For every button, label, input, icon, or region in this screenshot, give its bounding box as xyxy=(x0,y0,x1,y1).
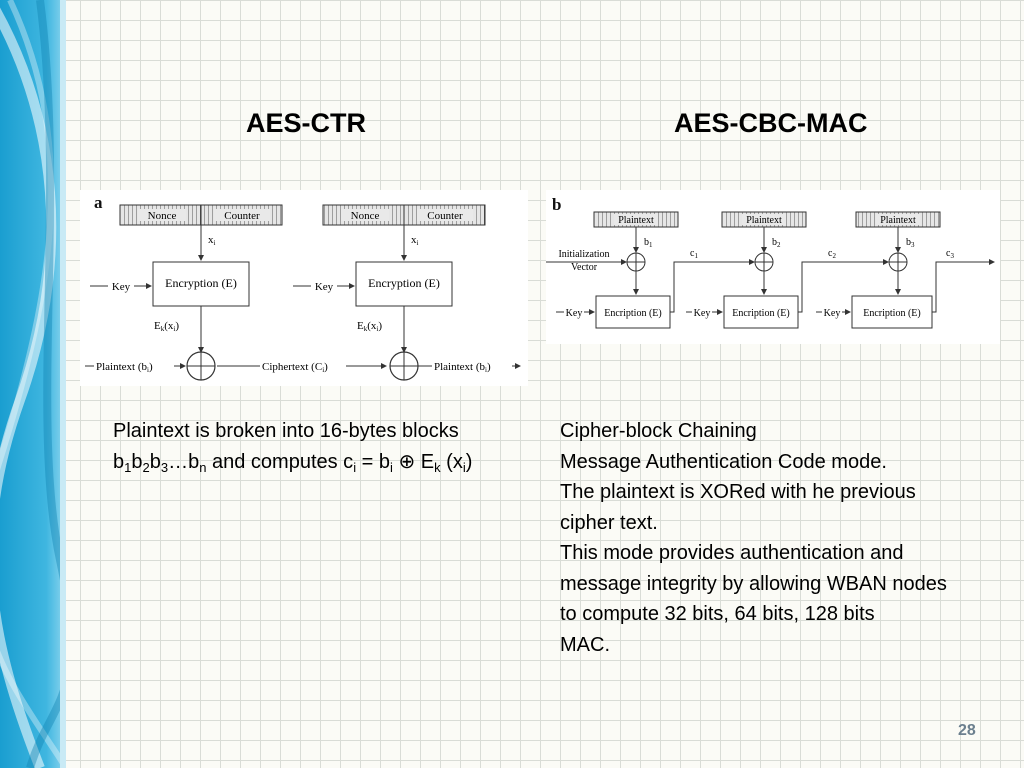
title-aes-ctr: AES-CTR xyxy=(246,108,366,138)
decorative-sidebar xyxy=(0,0,66,768)
aes-ctr-description: Plaintext is broken into 16-bytes blocks… xyxy=(113,416,553,477)
encryption-label: Encription (E) xyxy=(604,308,661,319)
plaintext-label-1: Plaintext (bi) xyxy=(96,361,153,374)
key-label: Key xyxy=(824,308,841,319)
cbc-line: The plaintext is XORed with he previous xyxy=(560,481,916,503)
ctr-block-2: Nonce Counter xi Encryption (E) Key Ek(x… xyxy=(293,204,521,381)
plaintext-label-2: Plaintext (bi) xyxy=(434,361,491,374)
cbc-stage-3: Plaintext b3 Encription (E) Key c3 xyxy=(816,211,995,329)
counter-label: Counter xyxy=(224,210,260,222)
cbc-line: This mode provides authentication and xyxy=(560,542,904,564)
diagram-aes-cbc-mac-svg: b Initialization Vector Plaintext b1 Enc… xyxy=(546,195,995,329)
c-label: c3 xyxy=(946,248,954,260)
cbc-line: Cipher-block Chaining xyxy=(560,420,757,442)
ek-label: Ek(xi) xyxy=(154,320,179,333)
plaintext-label: Plaintext xyxy=(880,215,916,226)
diagram-aes-ctr-svg: a Nonce Counter xi Encryption (E) Key Ek… xyxy=(85,193,521,381)
c-label: c1 xyxy=(690,248,698,260)
fig-a-letter: a xyxy=(94,193,103,212)
aes-cbc-mac-description: Cipher-block Chaining Message Authentica… xyxy=(560,416,1020,660)
c-label: c2 xyxy=(828,248,836,260)
b-label: b2 xyxy=(772,237,781,249)
fig-b-letter: b xyxy=(552,195,561,214)
cbc-line: Message Authentication Code mode. xyxy=(560,450,887,473)
encryption-box-3 xyxy=(851,295,933,329)
cbc-line: MAC. xyxy=(560,633,610,656)
nonce-label: Nonce xyxy=(351,210,380,222)
key-label: Key xyxy=(112,281,131,293)
encryption-label: Encription (E) xyxy=(732,308,789,319)
x-input-label: xi xyxy=(208,234,216,247)
ctr-line-2: b1b2b3…bn and computes ci = bi ⊕ Ek (xi) xyxy=(113,450,473,475)
nonce-label: Nonce xyxy=(148,210,177,222)
encryption-box-2 xyxy=(723,295,799,329)
cbc-stage-2: Plaintext b2 Encription (E) Key c2 xyxy=(686,211,889,329)
key-label: Key xyxy=(315,281,334,293)
diagram-aes-cbc-mac: b Initialization Vector Plaintext b1 Enc… xyxy=(546,190,1000,344)
x-input-label: xi xyxy=(411,234,419,247)
ctr-line-1: Plaintext is broken into 16-bytes blocks xyxy=(113,420,459,442)
key-label: Key xyxy=(694,308,711,319)
plaintext-label: Plaintext xyxy=(746,215,782,226)
key-label: Key xyxy=(566,308,583,319)
plaintext-label: Plaintext xyxy=(618,215,654,226)
b-label: b1 xyxy=(644,237,653,249)
encryption-label: Encription (E) xyxy=(863,308,920,319)
cbc-line: to compute 32 bits, 64 bits, 128 bits xyxy=(560,603,875,625)
page-number: 28 xyxy=(958,722,976,739)
cbc-line: message integrity by allowing WBAN nodes xyxy=(560,572,947,595)
encryption-label: Encryption (E) xyxy=(165,276,237,290)
encryption-box-1 xyxy=(595,295,671,329)
cbc-line: cipher text. xyxy=(560,511,658,534)
iv-label-line1: Initialization xyxy=(558,249,609,260)
title-aes-cbc-mac: AES-CBC-MAC xyxy=(674,108,868,138)
counter-label: Counter xyxy=(427,210,463,222)
iv-label-line2: Vector xyxy=(571,262,598,273)
cbc-stage-1: Plaintext b1 Encription (E) Key c1 xyxy=(556,211,755,329)
b-label: b3 xyxy=(906,237,915,249)
encryption-label: Encryption (E) xyxy=(368,276,440,290)
ctr-block-1: Nonce Counter xi Encryption (E) Key Ek(x… xyxy=(85,204,283,381)
ek-label: Ek(xi) xyxy=(357,320,382,333)
encryption-box-2 xyxy=(355,261,453,307)
diagram-aes-ctr: a Nonce Counter xi Encryption (E) Key Ek… xyxy=(80,190,528,386)
ciphertext-label: Ciphertext (Ci) xyxy=(262,361,328,374)
